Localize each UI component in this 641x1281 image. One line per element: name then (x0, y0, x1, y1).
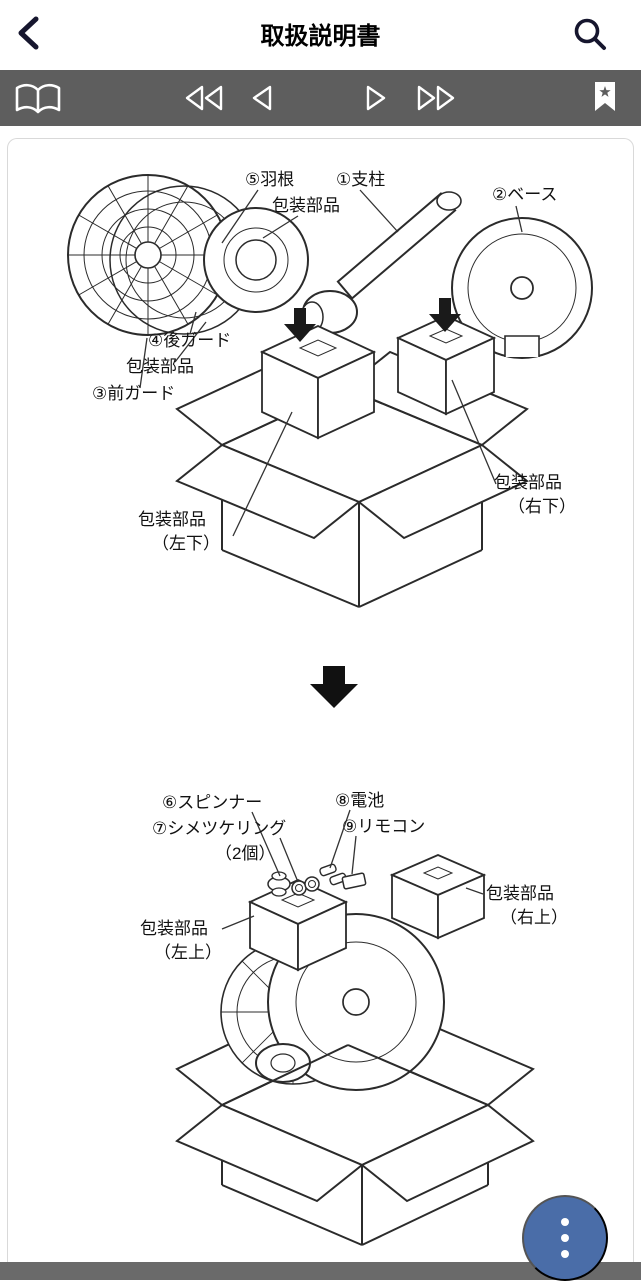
label-pillar: ①支柱 (336, 170, 385, 189)
label-blade-packing: 包装部品 (272, 196, 340, 215)
label-spinner: ⑥スピンナー (162, 793, 262, 812)
book-icon (15, 83, 61, 114)
double-chevron-right-icon (417, 85, 455, 111)
label-packing-lower-left-1: 包装部品 (138, 510, 206, 529)
packing-diagram-bottom: ⑥スピンナー ⑦シメツケリング （2個） ⑧電池 ⑨リモコン 包装部品 （右上）… (140, 791, 568, 1246)
packing-diagram-top: ⑤羽根 包装部品 ①支柱 ②ベース ④後ガード 包装部品 ③前ガード 包装部品 … (67, 170, 593, 608)
label-remote: ⑨リモコン (342, 817, 425, 836)
spinner-drawing (267, 871, 291, 897)
previous-page-button[interactable] (248, 84, 276, 112)
label-ring-qty: （2個） (215, 844, 275, 863)
search-icon (574, 18, 606, 50)
step-down-arrow (310, 666, 358, 708)
pillar-drawing (336, 191, 462, 300)
bottom-bar (0, 1262, 641, 1280)
chevron-left-outline-icon (252, 85, 272, 111)
first-page-button[interactable] (182, 84, 226, 112)
foam-block-upper-right (389, 854, 487, 940)
last-page-button[interactable] (414, 84, 458, 112)
insert-arrow-right (429, 298, 461, 332)
label-packing-lower-right-2: （右下） (508, 497, 576, 516)
front-guard-drawing (67, 174, 229, 336)
label-packing-upper-left-2: （左上） (154, 943, 222, 962)
viewer-toolbar (0, 70, 641, 126)
label-rear-guard: ④後ガード (148, 331, 231, 350)
label-front-guard: ③前ガード (92, 384, 175, 403)
remote-control-drawing (341, 872, 367, 890)
motor-drawing (300, 290, 358, 334)
label-packing-lower-right-1: 包装部品 (494, 473, 562, 492)
chevron-right-outline-icon (366, 85, 386, 111)
batteries-drawing (319, 863, 347, 886)
label-battery: ⑧電池 (335, 791, 384, 810)
label-packing-upper-left-1: 包装部品 (140, 919, 208, 938)
more-options-fab[interactable] (522, 1195, 608, 1281)
carton-box-2-front (175, 1044, 535, 1246)
contents-button[interactable] (14, 82, 62, 116)
insert-arrow-left (284, 308, 316, 342)
leader-lines-bottom (221, 809, 484, 930)
clamp-rings-drawing (291, 876, 320, 896)
kebab-menu-icon (561, 1218, 569, 1226)
chevron-left-icon (18, 16, 39, 50)
label-guard-packing: 包装部品 (126, 357, 194, 376)
base-drawing (451, 217, 593, 359)
bookmark-button[interactable] (592, 80, 618, 114)
double-chevron-left-icon (185, 85, 223, 111)
label-blade: ⑤羽根 (245, 170, 294, 189)
label-packing-upper-right-1: 包装部品 (486, 884, 554, 903)
document-page[interactable]: ⑤羽根 包装部品 ①支柱 ②ベース ④後ガード 包装部品 ③前ガード 包装部品 … (0, 126, 641, 1266)
blade-packing-drawing (203, 207, 309, 313)
page-title: 取扱説明書 (260, 23, 381, 50)
foam-block-lower-left (259, 325, 377, 440)
leader-lines-top (139, 189, 523, 537)
label-packing-upper-right-2: （右上） (500, 908, 568, 927)
back-button[interactable] (14, 14, 44, 52)
label-ring: ⑦シメツケリング (152, 819, 286, 838)
bookmark-star-icon (595, 82, 615, 111)
next-page-button[interactable] (362, 84, 390, 112)
search-button[interactable] (572, 16, 608, 52)
label-base: ②ベース (492, 185, 557, 204)
header-bar: 取扱説明書 (0, 0, 641, 70)
label-packing-lower-left-2: （左下） (152, 534, 220, 553)
